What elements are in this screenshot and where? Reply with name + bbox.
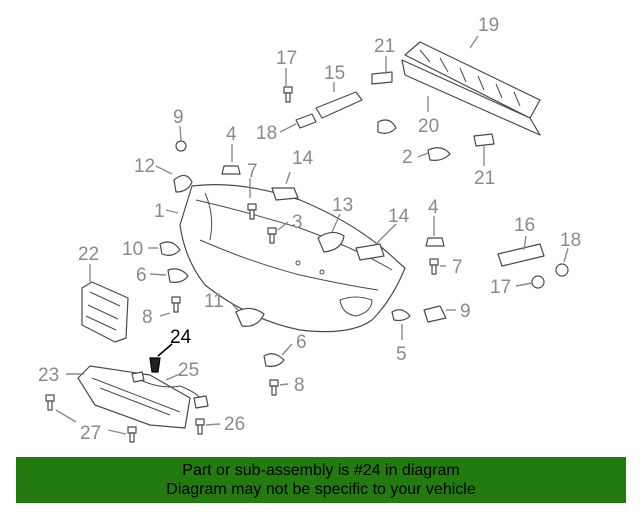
callout-11: 11 (204, 291, 224, 312)
callout-9a: 9 (173, 107, 184, 128)
callout-26: 26 (224, 414, 245, 435)
callout-18a: 18 (256, 123, 277, 144)
callout-22: 22 (78, 244, 99, 265)
callout-21a: 21 (374, 36, 395, 57)
reinforcement-beam-drawing (401, 41, 541, 136)
callout-7b: 7 (452, 257, 463, 278)
callout-19: 19 (478, 15, 499, 36)
callout-17b: 17 (490, 277, 511, 298)
callout-7a: 7 (247, 161, 258, 182)
callout-6a: 6 (136, 265, 147, 286)
callout-12: 12 (134, 156, 155, 177)
info-banner: Part or sub-assembly is #24 in diagram D… (16, 457, 626, 503)
banner-line-1: Part or sub-assembly is #24 in diagram (182, 462, 460, 479)
leader-lines (55, 35, 569, 435)
callout-2: 2 (402, 147, 413, 168)
callout-6b: 6 (296, 332, 307, 353)
callout-8b: 8 (294, 375, 305, 396)
callout-23: 23 (38, 365, 59, 386)
callout-1: 1 (154, 201, 165, 222)
callout-18b: 18 (560, 230, 581, 251)
callout-5: 5 (396, 344, 407, 365)
lower-spoiler-drawing (77, 365, 191, 429)
small-parts-drawing (45, 71, 569, 443)
banner-line-2: Diagram may not be specific to your vehi… (166, 481, 476, 498)
callout-21b: 21 (474, 168, 495, 189)
callout-20: 20 (418, 116, 439, 137)
callout-27: 27 (80, 423, 101, 444)
callout-4a: 4 (226, 124, 237, 145)
callout-4b: 4 (428, 197, 439, 218)
callout-14a: 14 (292, 148, 314, 169)
callout-10: 10 (122, 239, 143, 260)
callout-24-highlighted: 24 (170, 327, 192, 348)
callout-16: 16 (514, 215, 535, 236)
callout-25: 25 (178, 360, 199, 381)
parts-diagram: 1 2 3 4 4 5 6 6 7 7 8 8 9 9 10 11 12 13 … (38, 15, 581, 444)
callout-3: 3 (292, 212, 303, 233)
callout-17a: 17 (276, 48, 297, 69)
callout-8a: 8 (142, 307, 153, 328)
callout-14b: 14 (388, 206, 410, 227)
callout-labels: 1 2 3 4 4 5 6 6 7 7 8 8 9 9 10 11 12 13 … (38, 15, 581, 444)
callout-13: 13 (332, 195, 353, 216)
callout-9b: 9 (460, 301, 471, 322)
callout-15: 15 (324, 63, 345, 84)
license-bracket-drawing (81, 281, 129, 343)
